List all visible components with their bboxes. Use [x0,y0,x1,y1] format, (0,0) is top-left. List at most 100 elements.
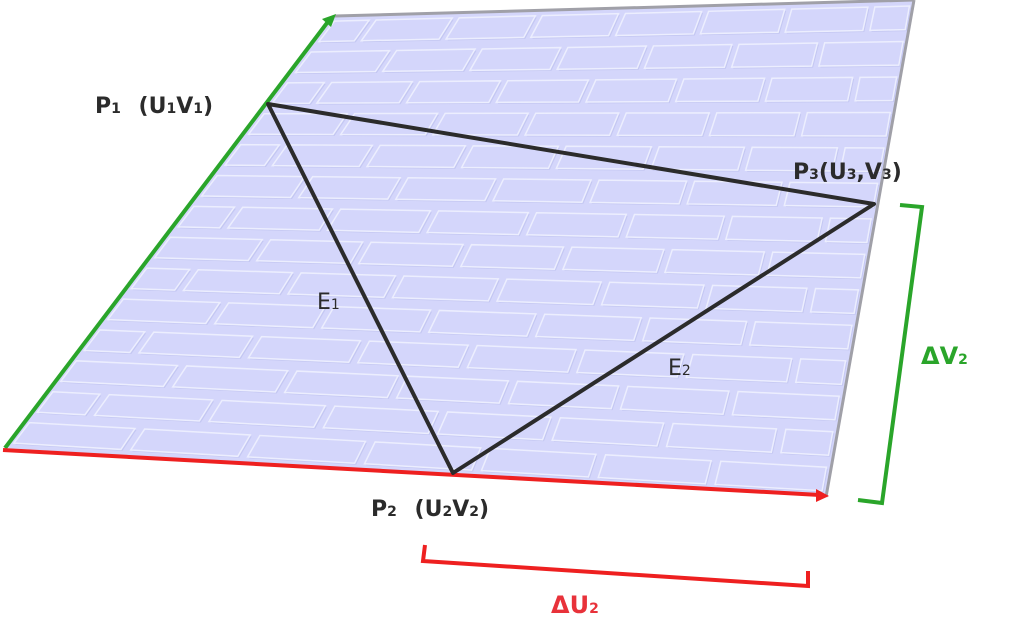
brick [491,178,593,203]
brick [460,145,560,170]
brick [507,380,620,410]
brick [363,441,482,471]
brick [82,329,147,354]
brick [129,267,192,291]
brick [326,208,432,234]
brick [247,335,362,364]
brick [724,215,824,243]
v-axis-line [3,17,332,450]
brick [182,268,294,295]
brick [468,46,562,72]
brick [106,298,222,325]
brick [283,370,400,399]
brick [200,174,307,199]
brick [405,80,502,104]
brick [588,179,688,205]
brick [246,434,367,464]
brick [270,81,326,105]
brick [780,428,834,457]
brick [137,331,254,359]
brick [869,5,911,32]
brick [35,390,102,416]
brick [365,144,467,169]
brick [600,281,706,309]
brick [495,79,590,104]
brick [616,112,711,137]
brick [686,180,783,207]
brick [459,243,565,270]
brick [466,344,578,373]
brick [525,211,628,238]
brick [529,12,620,39]
brick [561,246,665,273]
brick [705,284,808,313]
brick [824,217,873,244]
brick [674,77,766,103]
delta-v-label: ΔV2 [921,342,968,370]
brick [359,17,454,42]
brick [614,10,703,37]
brick [480,447,597,478]
brick [663,248,766,276]
brick [226,206,334,231]
brick [59,360,179,388]
brick [699,8,786,35]
brick [625,213,726,240]
brick [641,317,748,346]
brick [714,460,828,492]
brick [315,80,414,104]
plane-right-edge [824,0,916,498]
brick [255,238,364,265]
brick [207,399,327,429]
u-axis-line [2,448,821,497]
brick [247,112,349,136]
brick [555,45,648,71]
edge-e1-label: E1 [317,290,340,315]
brick [551,416,665,447]
brick [270,144,374,168]
brick [176,205,236,229]
brick [381,48,477,73]
brick [534,313,643,342]
brick [223,143,281,167]
brick [322,405,440,435]
brick [643,43,733,69]
brick [764,76,854,102]
point-p3-label: P3(U3,V3) [793,160,902,185]
brick [356,340,470,368]
plane-top-edge [334,0,915,18]
brick [730,42,819,68]
brick [839,146,885,173]
brick [431,112,530,136]
brick [12,421,137,451]
brick [597,454,713,485]
brick [665,422,778,453]
brick [794,358,847,386]
brick [619,385,730,416]
brick [293,49,391,74]
brick [584,78,678,103]
brick [391,275,500,302]
brick [153,236,264,262]
brick [213,302,327,329]
v-axis-arrowhead [322,14,336,27]
u-axis-arrowhead [816,489,829,502]
brick [708,111,801,137]
brick [171,365,289,393]
brick [685,353,793,383]
point-p2-label: P2 (U2V2) [371,497,489,522]
brick [427,309,537,337]
brick-texture [12,5,911,493]
brick [129,428,252,458]
brick [93,393,214,422]
delta-v-bracket [857,203,925,506]
brick [784,6,869,33]
brick [575,349,685,378]
brick [854,76,898,102]
brick [286,272,397,299]
brick [809,287,860,315]
brick [731,390,841,421]
brick [436,411,552,441]
brick [744,146,839,172]
